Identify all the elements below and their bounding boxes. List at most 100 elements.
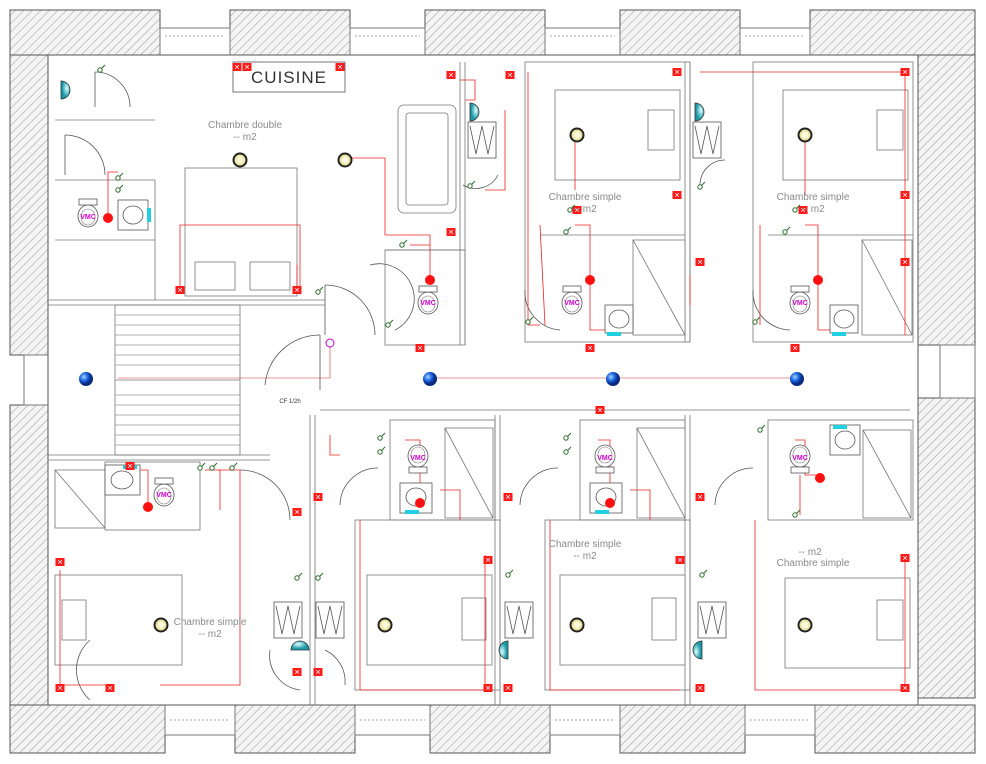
vmc-label: VMC [420,300,436,307]
wall-light-icon [290,640,310,651]
wall-light-icon [469,102,480,122]
switch-icon [115,184,124,193]
corridor-lights [79,372,804,386]
socket-icon [595,406,605,415]
corridor-light-icon [790,372,804,386]
room-area: -- m2 [573,551,597,562]
labels: CUISINE CF 1/2h Chambre double -- m2 Cha… [174,68,850,640]
switch-icon [782,226,791,235]
vmc-label: VMC [156,492,172,499]
socket-icon [125,462,135,471]
socket-icon [483,684,493,693]
socket-icon [232,63,242,72]
switch-icon [399,239,408,248]
socket-icon [695,684,705,693]
socket-icon [695,493,705,502]
radiator-icon [315,601,345,639]
switch-icon [752,316,761,325]
room-name: Chambre simple [174,617,247,628]
room-area: -- m2 [233,132,257,143]
radiator-icon [467,121,497,159]
switch-icon [699,569,708,578]
switch-icon [563,446,572,455]
socket-icon [55,684,65,693]
vmc-labels: VMC VMC VMC VMC VMC VMC VMC VMC [80,214,808,499]
socket-icon [292,668,302,677]
circuit-lines [118,345,795,379]
vmc-label: VMC [410,455,426,462]
socket-icon [672,191,682,200]
socket-icon [446,71,456,80]
socket-icon [585,344,595,353]
room-name: Chambre simple [549,192,622,203]
socket-icon [55,558,65,567]
socket-icon [313,493,323,502]
switch-icon [377,446,386,455]
exterior-walls [9,9,976,754]
ceiling-light-icon [337,152,353,168]
wall-light-icon [60,80,71,100]
ceiling-light-icon [377,617,393,633]
sinks [104,199,861,514]
corridor-light-icon [423,372,437,386]
socket-icon [672,68,682,77]
socket-icon [292,286,302,295]
wall-light-icon [692,640,703,660]
radiator-icon [697,601,727,639]
room-area: -- m2 [198,629,222,640]
switch-icon [757,424,766,433]
vmc-label: VMC [792,300,808,307]
socket-icon [175,286,185,295]
ceiling-light-icon [232,152,248,168]
vmc-label: VMC [792,455,808,462]
ceiling-light-icon [797,617,813,633]
switch-icon [294,572,303,581]
switch-icon [115,172,124,181]
wall-light-icon [694,102,705,122]
radiator-icon [504,601,534,639]
vmc-label: VMC [597,455,613,462]
switch-icon [563,226,572,235]
socket-icon [105,684,115,693]
vmc-label: VMC [564,300,580,307]
vmc-label: VMC [80,214,96,221]
room-name: Chambre simple [549,539,622,550]
socket-icon [503,493,513,502]
socket-icon [900,68,910,77]
socket-icon [900,554,910,563]
socket-icon [335,63,345,72]
socket-icon [483,556,493,565]
corridor-light-icon [606,372,620,386]
socket-icon [313,668,323,677]
radiator-icon [273,601,303,639]
socket-icon [900,191,910,200]
switch-icon [563,432,572,441]
ceiling-light-icon [569,617,585,633]
room-name: Chambre double [208,120,282,131]
switch-icon [315,572,324,581]
switch-icon [209,462,218,471]
socket-icon [415,344,425,353]
switch-icon [505,569,514,578]
door-label: CF 1/2h [279,399,300,405]
room-name: Chambre simple [777,192,850,203]
room-name: Chambre simple [777,558,850,569]
socket-icon [292,508,302,517]
kitchen-label: CUISINE [251,68,327,87]
corridor-light-icon [79,372,93,386]
radiator-icon [692,121,722,159]
socket-icon [675,556,685,565]
socket-icon [900,258,910,267]
junction-points [103,213,825,512]
room-area: -- m2 [573,204,597,215]
socket-icon [900,684,910,693]
ceiling-light-icon [153,617,169,633]
switch-icon [467,180,476,189]
switch-icon [697,181,706,190]
ceiling-light-icon [797,127,813,143]
switch-icon [197,462,206,471]
room-area: -- m2 [798,547,822,558]
switch-icon [229,462,238,471]
socket-icon [790,344,800,353]
